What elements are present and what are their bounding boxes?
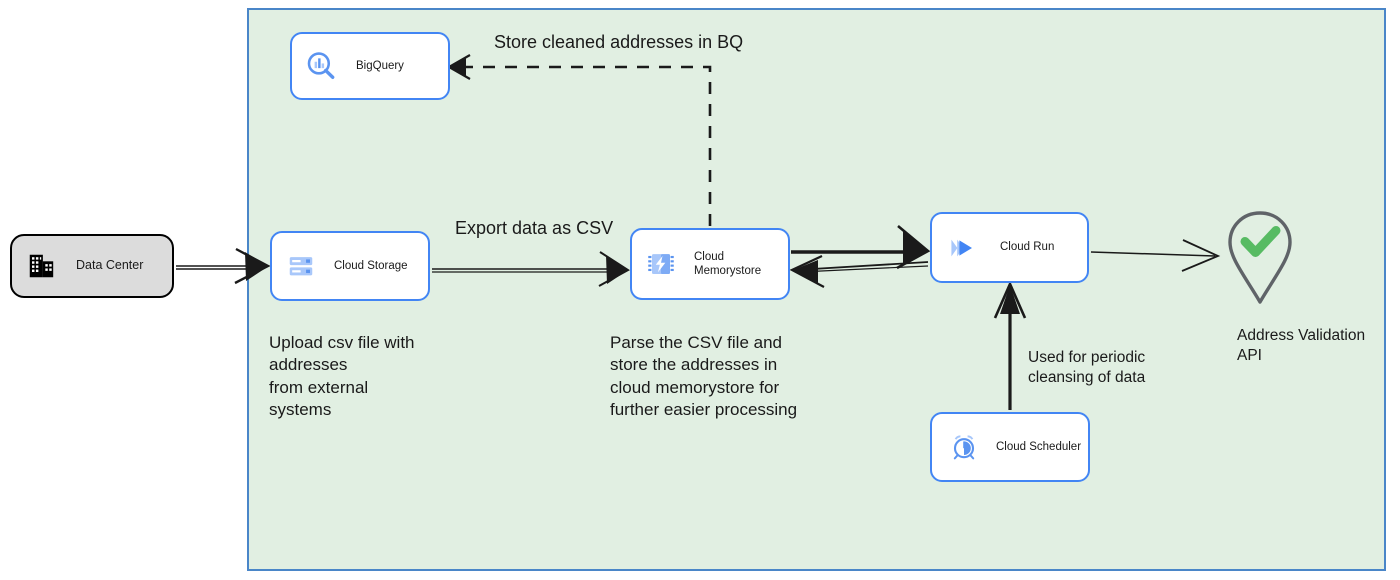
node-data-center[interactable]: Data Center [10, 234, 174, 298]
cloud-scheduler-icon [948, 431, 980, 463]
node-cloud-storage[interactable]: Cloud Storage [270, 231, 430, 301]
node-cloud-memorystore[interactable]: Cloud Memorystore [630, 228, 790, 300]
node-label: Cloud Memorystore [694, 250, 762, 277]
node-label: Cloud Storage [334, 259, 408, 272]
node-label: BigQuery [356, 59, 404, 72]
store-cleaned-bq-label: Store cleaned addresses in BQ [494, 32, 744, 52]
cloud-run-icon [946, 232, 978, 264]
periodic-cleansing-note: Used for periodic cleansing of data [1028, 349, 1146, 387]
node-label: Data Center [76, 258, 144, 273]
google-cloud-boundary [247, 8, 1386, 571]
bigquery-icon [304, 49, 338, 83]
node-cloud-run[interactable]: Cloud Run [930, 212, 1089, 283]
node-bigquery[interactable]: BigQuery [290, 32, 450, 100]
cloud-storage-icon [286, 251, 316, 281]
upload-csv-note: Upload csv file with addresses from exte… [269, 333, 415, 420]
data-center-icon [26, 251, 56, 281]
cloud-memorystore-icon [646, 249, 676, 279]
address-validation-api-label: Address Validation API [1237, 327, 1366, 365]
node-cloud-scheduler[interactable]: Cloud Scheduler [930, 412, 1090, 482]
parse-csv-note: Parse the CSV file and store the address… [610, 333, 798, 420]
export-csv-label: Export data as CSV [455, 218, 614, 238]
node-label: Cloud Run [1000, 241, 1055, 254]
address-validation-pin-icon[interactable] [1222, 208, 1298, 308]
node-label: Cloud Scheduler [996, 440, 1082, 453]
